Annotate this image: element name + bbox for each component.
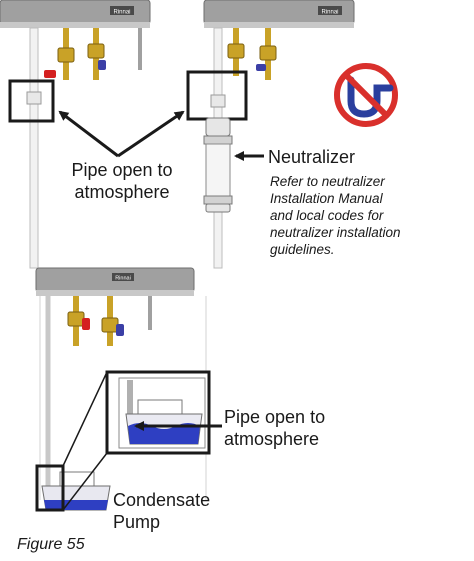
pump-detail xyxy=(125,380,203,445)
pump-highlight-small xyxy=(35,464,65,512)
svg-text:Rinnai: Rinnai xyxy=(113,10,130,16)
condensate-pipe-left xyxy=(26,27,42,269)
brand-badge-left xyxy=(110,6,134,15)
svg-text:Rinnai: Rinnai xyxy=(321,10,338,16)
svg-text:Rinnai: Rinnai xyxy=(115,276,131,282)
heater-unit-right: Rinnai xyxy=(203,0,355,28)
brand-badge-right xyxy=(318,6,342,15)
condensate-pump xyxy=(41,471,111,511)
valves-bottom xyxy=(67,296,152,346)
zoom-line-top xyxy=(62,371,108,467)
arrow-to-left-pipe xyxy=(58,110,119,158)
heater-unit-bottom: Rinnai xyxy=(35,267,195,296)
label-pipe-open-pump: Pipe open to atmosphere xyxy=(224,407,326,449)
pipe-open-highlight-left xyxy=(8,79,55,123)
label-neutralizer: Neutralizer xyxy=(268,147,356,167)
brand-badge-bottom xyxy=(112,273,134,281)
no-trap-icon xyxy=(334,63,398,127)
pump-detail-inner xyxy=(118,377,206,449)
figure-caption: Figure 55 xyxy=(17,536,85,553)
neutralizer-note: Refer to neutralizer Installation Manual… xyxy=(270,174,401,257)
arrow-to-right-pipe xyxy=(117,110,185,158)
red-valve-handle xyxy=(44,70,56,78)
valves-left xyxy=(44,28,142,80)
valves-right xyxy=(227,28,277,80)
neutralizer-canister xyxy=(203,117,233,213)
heater-unit-left: Rinnai xyxy=(0,0,151,28)
label-condensate-pump: Condensate Pump xyxy=(113,490,211,532)
blue-valve-handle xyxy=(98,60,106,70)
label-pipe-open-top: Pipe open to atmosphere xyxy=(71,160,173,202)
zoom-line-bottom xyxy=(62,452,108,511)
